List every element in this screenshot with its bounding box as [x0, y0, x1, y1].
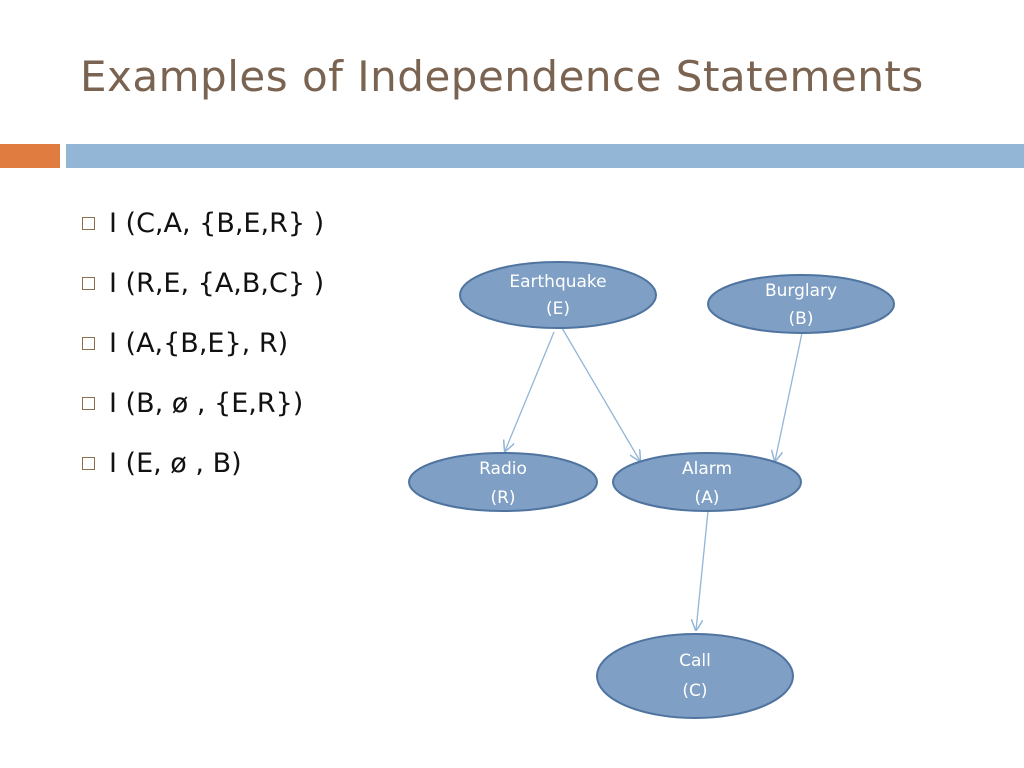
edge-earthquake-radio: [505, 331, 555, 451]
statement-text: I (A,{B,E}, R): [109, 327, 289, 359]
statement-item: I (B, ø , {E,R}): [82, 373, 324, 433]
node-burglary: Burglary (B): [707, 274, 895, 334]
square-bullet-icon: [82, 396, 95, 410]
node-call-name: Call: [679, 651, 711, 671]
square-bullet-icon: [82, 456, 95, 470]
node-alarm: Alarm (A): [612, 452, 802, 512]
node-call: Call (C): [596, 633, 794, 719]
slide-title: Examples of Independence Statements: [80, 52, 924, 101]
statement-text: I (R,E, {A,B,C} ): [109, 267, 325, 299]
square-bullet-icon: [82, 216, 95, 230]
node-radio: Radio (R): [408, 452, 598, 512]
square-bullet-icon: [82, 276, 95, 290]
node-earthquake-name: Earthquake: [509, 272, 606, 292]
node-call-abbr: (C): [682, 681, 707, 701]
statement-item: I (R,E, {A,B,C} ): [82, 253, 324, 313]
statement-text: I (B, ø , {E,R}): [109, 387, 304, 419]
statement-item: I (E, ø , B): [82, 433, 324, 493]
statement-text: I (E, ø , B): [109, 447, 242, 479]
edge-earthquake-alarm: [561, 327, 640, 461]
edge-alarm-call: [696, 510, 709, 630]
node-burglary-abbr: (B): [789, 309, 814, 329]
accent-bar-orange: [0, 144, 60, 168]
node-radio-name: Radio: [479, 459, 527, 479]
statement-item: I (A,{B,E}, R): [82, 313, 324, 373]
square-bullet-icon: [82, 336, 95, 350]
statement-text: I (C,A, {B,E,R} ): [109, 207, 325, 239]
node-alarm-abbr: (A): [695, 488, 720, 508]
node-earthquake-abbr: (E): [546, 299, 570, 319]
statement-item: I (C,A, {B,E,R} ): [82, 193, 324, 253]
statement-list: I (C,A, {B,E,R} ) I (R,E, {A,B,C} ) I (A…: [82, 193, 324, 493]
edge-burglary-alarm: [775, 332, 803, 461]
accent-bar-blue: [66, 144, 1024, 168]
node-burglary-name: Burglary: [765, 281, 837, 301]
node-alarm-name: Alarm: [682, 459, 732, 479]
node-earthquake: Earthquake (E): [459, 261, 657, 329]
node-radio-abbr: (R): [490, 488, 515, 508]
